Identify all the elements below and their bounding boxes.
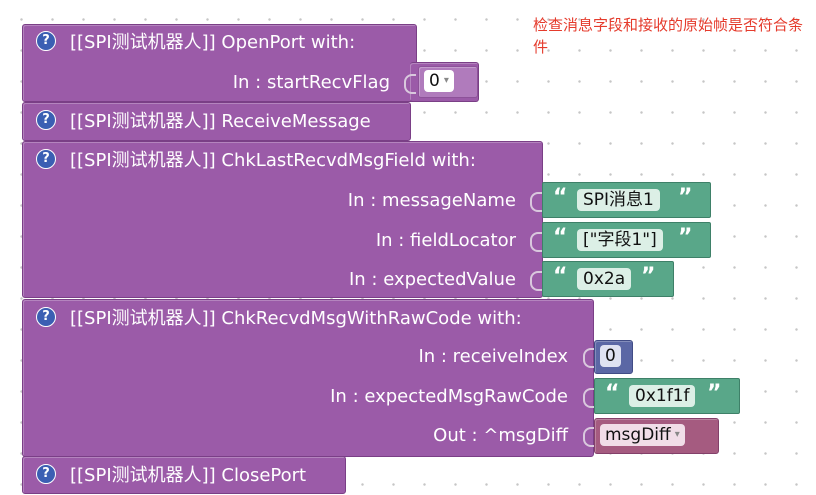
- help-icon[interactable]: ?: [36, 110, 56, 130]
- quote-open-icon: “: [553, 264, 568, 289]
- expectedmsgrawcode-text-block[interactable]: “ 0x1f1f ”: [594, 378, 740, 414]
- input-connector: [583, 427, 595, 447]
- param-label-receiveindex: In : receiveIndex: [418, 346, 568, 367]
- messagename-text-field[interactable]: SPI消息1: [577, 189, 660, 211]
- input-connector: [530, 232, 542, 252]
- expectedmsgrawcode-text-field[interactable]: 0x1f1f: [629, 385, 696, 407]
- openport-block-title: [[SPI测试机器人]] OpenPort with:: [70, 32, 356, 53]
- quote-open-icon: “: [605, 381, 620, 406]
- help-icon[interactable]: ?: [36, 31, 56, 51]
- closeport-block-title: [[SPI测试机器人]] ClosePort: [70, 465, 307, 486]
- quote-close-icon: ”: [641, 264, 656, 289]
- input-connector: [404, 74, 416, 94]
- closeport-block[interactable]: [22, 456, 346, 494]
- receivemessage-block[interactable]: [22, 102, 411, 141]
- param-label-fieldlocator: In : fieldLocator: [375, 230, 516, 251]
- chkrecvdmsgwithrawcode-block[interactable]: [22, 299, 594, 457]
- param-label-msgdiff: Out : ^msgDiff: [433, 425, 568, 446]
- comment-note: 检查消息字段和接收的原始帧是否符合条件: [533, 16, 804, 56]
- chevron-down-icon: ▾: [443, 75, 449, 86]
- startrecvflag-dropdown[interactable]: 0▾: [424, 70, 454, 92]
- fieldlocator-text-block[interactable]: “ ["字段1"] ”: [542, 222, 711, 258]
- input-connector: [583, 388, 595, 408]
- param-label-messagename: In : messageName: [347, 190, 516, 211]
- input-connector: [530, 271, 542, 291]
- quote-close-icon: ”: [707, 381, 722, 406]
- param-label-expectedmsgrawcode: In : expectedMsgRawCode: [330, 386, 568, 407]
- dropdown-value: 0: [429, 71, 440, 91]
- expectedvalue-text-block[interactable]: “ 0x2a ”: [542, 261, 674, 297]
- msgdiff-variable-dropdown[interactable]: msgDiff▾: [600, 424, 685, 446]
- expectedvalue-text-field[interactable]: 0x2a: [577, 268, 632, 290]
- help-icon[interactable]: ?: [36, 149, 56, 169]
- dropdown-value: msgDiff: [605, 425, 671, 445]
- chkrecvdmsgwithrawcode-block-title: [[SPI测试机器人]] ChkRecvdMsgWithRawCode with…: [70, 308, 522, 329]
- input-connector: [530, 192, 542, 212]
- help-icon[interactable]: ?: [36, 307, 56, 327]
- param-label-startrecvflag: In : startRecvFlag: [232, 72, 390, 93]
- quote-open-icon: “: [553, 225, 568, 250]
- chevron-down-icon: ▾: [674, 429, 680, 440]
- input-connector: [583, 348, 595, 368]
- quote-close-icon: ”: [678, 185, 693, 210]
- chklastrecvdmsgfield-block[interactable]: [22, 141, 543, 298]
- quote-open-icon: “: [553, 185, 568, 210]
- help-icon[interactable]: ?: [36, 464, 56, 484]
- quote-close-icon: ”: [678, 225, 693, 250]
- chklastrecvdmsgfield-block-title: [[SPI测试机器人]] ChkLastRecvdMsgField with:: [70, 150, 476, 171]
- messagename-text-block[interactable]: “ SPI消息1 ”: [542, 182, 711, 218]
- param-label-expectedvalue: In : expectedValue: [348, 269, 516, 290]
- openport-block[interactable]: [22, 24, 417, 102]
- receivemessage-block-title: [[SPI测试机器人]] ReceiveMessage: [70, 111, 371, 132]
- fieldlocator-text-field[interactable]: ["字段1"]: [577, 229, 663, 251]
- receiveindex-number-field[interactable]: 0: [600, 345, 621, 367]
